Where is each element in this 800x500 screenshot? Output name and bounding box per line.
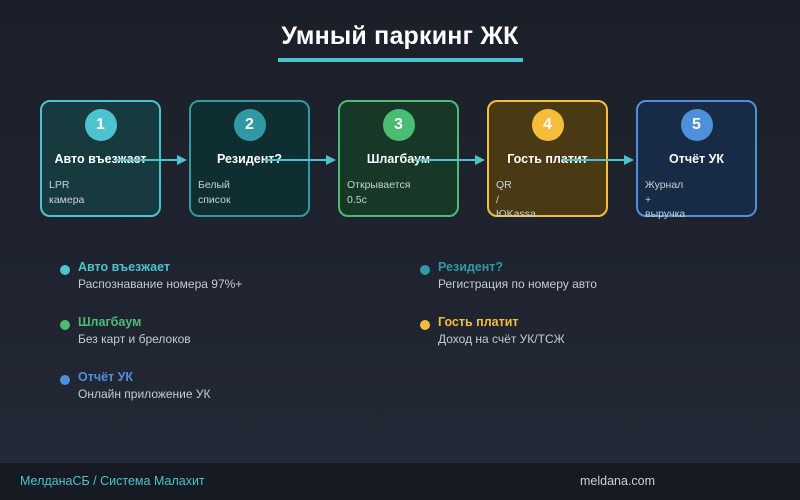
step-detail: LPR камера [49,178,154,207]
flow-arrow-1 [115,155,187,165]
step-detail-line: Открывается [347,179,411,191]
step-detail: QR / ЮKassa [496,178,601,222]
step-detail-line: список [198,193,231,206]
legend-description: Без карт и брелоков [78,332,191,346]
flow-arrow-4 [562,155,634,165]
legend-dot [420,320,430,330]
page-title: Умный паркинг ЖК [281,22,519,50]
step-detail-line: ЮKassa [496,208,536,220]
legend-description: Регистрация по номеру авто [438,277,597,291]
footer-website: meldana.com [580,474,656,488]
step-detail: Журнал + выручка [645,178,750,222]
legend-title: Отчёт УК [78,370,134,384]
legend-title: Авто въезжает [78,260,170,274]
step-detail-line: LPR [49,179,70,191]
step-number-badge: 1 [84,109,117,141]
step-detail-line: + [645,193,652,206]
legend-dot [60,375,70,385]
step-detail: Белый список [198,178,303,207]
title-underline [278,58,523,62]
step-title: Резидент? [216,152,283,166]
legend-description: Онлайн приложение УК [78,387,211,401]
legend-dot [60,320,70,330]
step-detail-line: Журнал [645,179,684,191]
footer: МелданаСБ / Система Малахит meldana.com [0,463,800,500]
step-detail-line: камера [49,193,85,206]
step-detail-line: / [496,193,499,206]
step-number-badge: 3 [382,109,415,141]
flow-arrow-3 [413,155,485,165]
step-number-badge: 2 [233,109,266,141]
flow-arrow-2 [264,155,336,165]
legend-title: Шлагбаум [78,315,142,329]
step-title: Шлагбаум [366,152,431,166]
step-title: Гость платит [507,152,588,166]
step-detail-line: Белый [198,179,230,191]
step-title: Отчёт УК [668,152,725,166]
legend-description: Доход на счёт УК/ТСЖ [438,332,565,346]
step-detail-line: выручка [645,208,686,220]
step-title: Авто въезжает [54,152,147,166]
legend-title: Гость платит [438,315,519,329]
legend-title: Резидент? [438,260,504,274]
legend-dot [420,265,430,275]
step-number-badge: 4 [531,109,564,141]
step-detail-line: QR [496,179,512,191]
step-detail-line: 0.5с [347,193,367,206]
footer-brand: МелданаСБ / Система Малахит [20,474,205,488]
legend-description: Распознавание номера 97%+ [78,277,243,291]
step-detail: Открывается 0.5с [347,178,452,207]
legend-dot [60,265,70,275]
step-number-badge: 5 [680,109,713,141]
